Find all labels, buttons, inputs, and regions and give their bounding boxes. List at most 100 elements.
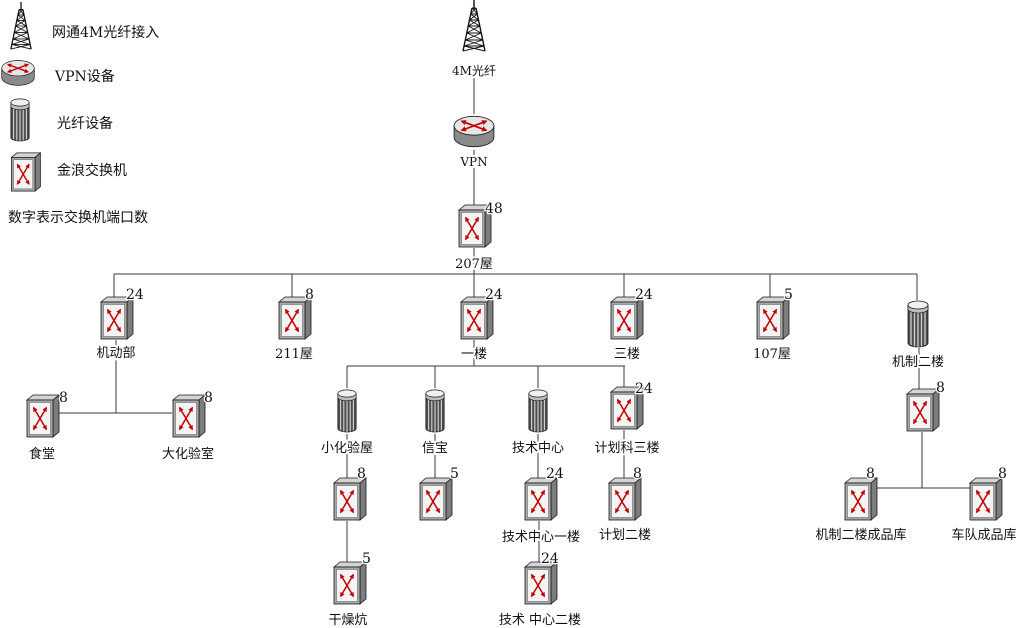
port-count: 24 — [485, 287, 503, 303]
switch-icon — [611, 297, 643, 339]
node-label: 车队成品库 — [951, 527, 1016, 543]
node-chedui-kufang: 8 车队成品库 — [949, 465, 1018, 545]
legend-item-fiber: 光纤设备 — [10, 98, 113, 142]
port-count: 8 — [866, 466, 875, 482]
legend-item-tower: 网通4M光纤接入 — [10, 2, 159, 50]
fiber-icon — [907, 300, 929, 348]
fiber-icon — [10, 98, 30, 142]
node-shitang: 8 食堂 — [27, 389, 69, 464]
node-sanlou: 24 三楼 — [611, 286, 654, 364]
node-label: 三楼 — [614, 347, 640, 362]
port-count: 8 — [936, 380, 945, 396]
port-count: 8 — [204, 390, 213, 406]
node-xiaohuayanwu-switch: 8 — [334, 465, 367, 520]
port-count: 24 — [541, 551, 559, 567]
node-label: 小化验屋 — [321, 440, 373, 456]
switch-icon — [334, 562, 366, 604]
switch-icon — [11, 153, 40, 191]
port-count: 24 — [635, 287, 653, 303]
node-label: 技术中心一楼 — [502, 530, 580, 545]
port-count: 8 — [633, 466, 642, 482]
node-label: 机制二楼 — [892, 355, 944, 370]
switch-icon — [525, 562, 557, 604]
router-icon — [2, 61, 35, 86]
legend-item-switch: 金浪交换机 — [11, 153, 127, 191]
legend-item-router: VPN设备 — [2, 61, 115, 86]
node-label: 107屋 — [753, 347, 791, 362]
port-count: 8 — [357, 466, 366, 482]
switch-icon — [907, 389, 939, 431]
node-ganzaokang: 5 干燥炕 — [326, 550, 372, 628]
node-jizhi-erlou-switch: 8 — [907, 379, 946, 431]
node-label: 207屋 — [455, 257, 493, 272]
node-label: 机制二楼成品库 — [815, 527, 906, 543]
node-room211: 8 211屋 — [273, 286, 315, 364]
port-count: 8 — [59, 390, 68, 406]
node-room107: 5 107屋 — [751, 286, 794, 364]
node-label: VPN — [459, 155, 487, 169]
node-label: 一楼 — [461, 347, 487, 362]
node-jihua-2f: 8 计划二楼 — [597, 465, 653, 545]
node-label: 211屋 — [275, 347, 313, 362]
node-label: 信宝 — [422, 441, 448, 456]
switch-icon — [525, 478, 557, 520]
legend-label: VPN设备 — [54, 68, 115, 85]
router-icon — [454, 116, 494, 146]
node-label: 技术中心 — [512, 441, 564, 456]
fiber-icon — [337, 389, 357, 433]
node-jishuzhongxin-2f: 24 技术 中心二楼 — [497, 550, 583, 628]
node-label: 4M光纤 — [452, 64, 496, 78]
node-label: 机动部 — [96, 346, 135, 361]
switch-icon — [970, 478, 1002, 520]
node-xinbao: 信宝 — [420, 389, 450, 458]
node-jizhi-erlou: 机制二楼 — [890, 300, 946, 372]
node-dahuayanshi: 8 大化验室 — [160, 389, 216, 464]
port-count: 5 — [450, 466, 459, 482]
node-jihuake-3f: 24 计划科三楼 — [592, 380, 661, 458]
node-label: 干燥炕 — [328, 613, 367, 628]
switch-icon — [461, 297, 493, 339]
switch-icon — [609, 478, 641, 520]
node-vpn: VPN — [454, 116, 494, 171]
node-xinbao-switch: 5 — [420, 465, 460, 520]
port-count: 24 — [546, 466, 564, 482]
node-yilou: 24 一楼 — [459, 286, 504, 364]
node-xiaohuayanwu: 小化验屋 — [319, 389, 375, 458]
fiber-icon — [528, 389, 548, 433]
switch-icon — [757, 297, 789, 339]
node-uplink: 4M光纤 — [450, 0, 498, 80]
switch-icon — [101, 297, 133, 339]
switch-icon — [420, 478, 452, 520]
legend-label: 网通4M光纤接入 — [52, 24, 159, 41]
node-jidongbu: 24 机动部 — [94, 286, 145, 363]
switch-icon — [27, 395, 59, 437]
legend: 网通4M光纤接入 VPN设备 光纤设备 金浪交换机 数字表示交换机端口数 — [2, 2, 159, 226]
node-label: 计划二楼 — [599, 528, 651, 543]
node-jizhi-erlou-kufang: 8 机制二楼成品库 — [813, 465, 908, 545]
node-label: 大化验室 — [162, 446, 214, 462]
port-count: 48 — [485, 201, 503, 217]
connection-lines — [58, 78, 970, 563]
tower-icon — [10, 2, 32, 50]
node-label: 计划科三楼 — [594, 441, 659, 456]
switch-icon — [334, 478, 366, 520]
fiber-icon — [425, 389, 445, 433]
legend-label: 金浪交换机 — [57, 162, 127, 179]
legend-note: 数字表示交换机端口数 — [8, 209, 148, 226]
port-count: 5 — [362, 551, 371, 567]
port-count: 24 — [635, 381, 653, 397]
port-count: 5 — [784, 287, 793, 303]
node-jishuzhongxin: 技术中心 — [510, 389, 566, 458]
switch-icon — [173, 395, 205, 437]
port-count: 24 — [126, 287, 144, 303]
tower-icon — [462, 0, 486, 52]
node-core: 48 207屋 — [453, 200, 504, 274]
node-jishuzhongxin-1f: 24 技术中心一楼 — [500, 465, 582, 547]
switch-icon — [845, 478, 877, 520]
port-count: 8 — [998, 466, 1007, 482]
switch-icon — [279, 297, 311, 339]
legend-label: 光纤设备 — [57, 115, 113, 132]
node-label: 食堂 — [29, 446, 55, 462]
port-count: 8 — [305, 287, 314, 303]
